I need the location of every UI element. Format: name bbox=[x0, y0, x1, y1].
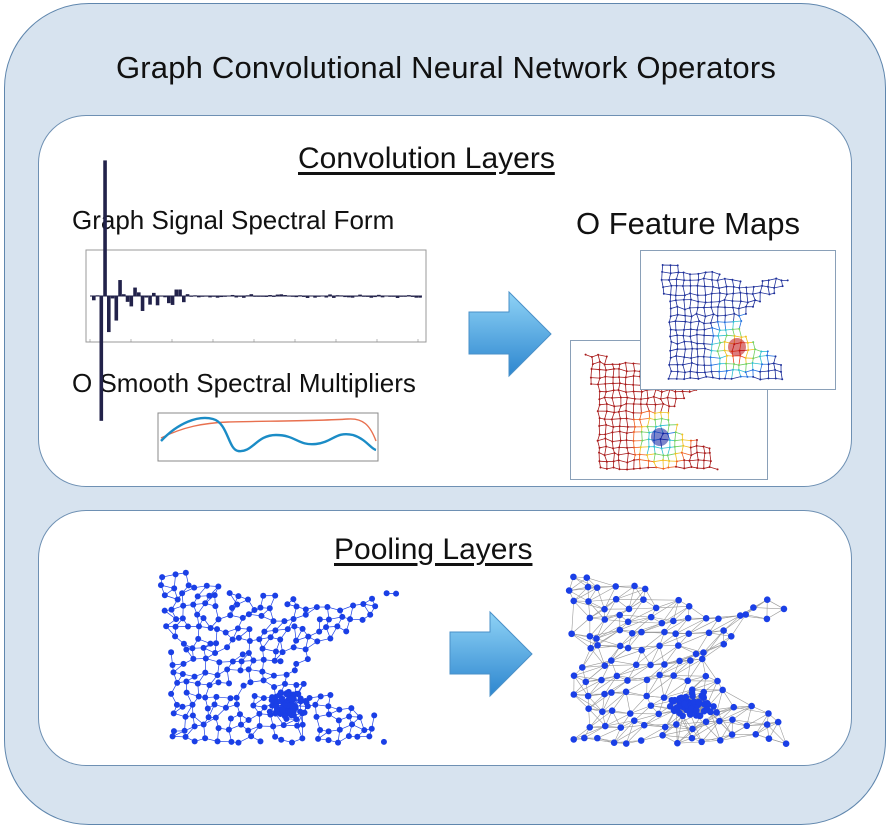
feature-maps-label: O Feature Maps bbox=[576, 206, 800, 241]
multiplier-curve-blue bbox=[160, 416, 377, 453]
signal-spectral-label: Graph Signal Spectral Form bbox=[72, 205, 395, 235]
graph-after-pooling bbox=[565, 573, 790, 748]
multiplier-curve-red bbox=[160, 418, 377, 442]
diagram-title: Graph Convolutional Neural Network Opera… bbox=[115, 50, 777, 85]
feature-map-blue bbox=[660, 264, 789, 381]
multipliers-plot bbox=[157, 412, 379, 462]
graph-before-pooling bbox=[157, 569, 400, 746]
pooling-arrow bbox=[449, 610, 533, 698]
convolution-heading: Convolution Layers bbox=[298, 142, 555, 175]
convolution-arrow bbox=[468, 290, 552, 378]
pooling-heading: Pooling Layers bbox=[334, 533, 533, 566]
spectral-multipliers-label: O Smooth Spectral Multipliers bbox=[72, 368, 416, 398]
spectrum-plot bbox=[85, 160, 427, 421]
